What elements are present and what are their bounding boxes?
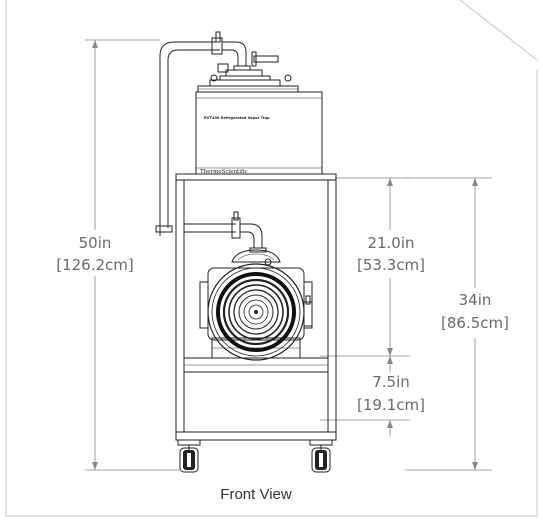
overall-height-imperial: 50in: [79, 234, 112, 252]
vapor-trap-unit: RVT400 Refrigerated Vapor Trap ThermoSci…: [155, 31, 337, 473]
sheet-border: [5, 0, 538, 517]
right-caster: [309, 439, 333, 473]
cart-height-metric: [86.5cm]: [441, 314, 509, 332]
lower-height-imperial: 7.5in: [372, 373, 410, 391]
lower-height-metric: [19.1cm]: [357, 396, 425, 414]
sheet-corner-fold: [459, 0, 538, 61]
upper-height-imperial: 21.0in: [367, 234, 414, 252]
left-caster: [177, 439, 201, 473]
dimension-upper-height: 21.0in [53.3cm]: [320, 177, 432, 357]
view-caption: Front View: [220, 486, 292, 503]
dimension-lower-height: 7.5in [19.1cm]: [320, 356, 425, 436]
trap-label: RVT400 Refrigerated Vapor Trap: [204, 116, 270, 120]
upper-height-metric: [53.3cm]: [357, 256, 425, 274]
dimension-overall-height: 50in [126.2cm]: [56, 39, 180, 471]
overall-height-metric: [126.2cm]: [56, 256, 134, 274]
cart-height-imperial: 34in: [459, 291, 492, 309]
dimension-cart-height: 34in [86.5cm]: [405, 177, 516, 471]
brand-label: ThermoScientific: [200, 169, 248, 175]
